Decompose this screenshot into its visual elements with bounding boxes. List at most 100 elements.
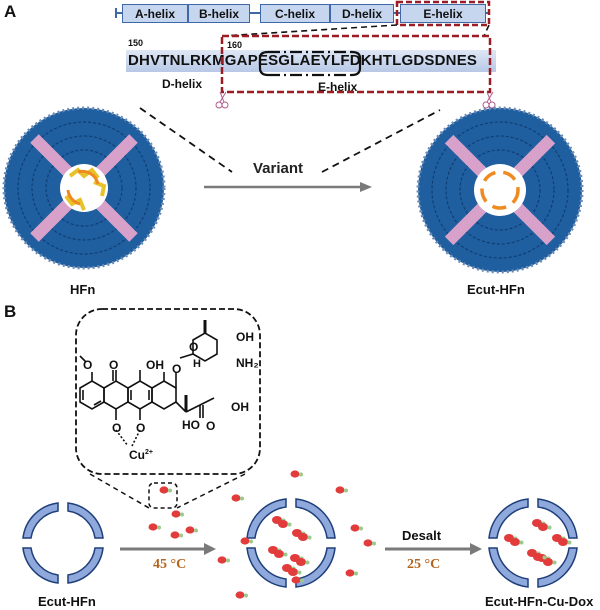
- atom-oh-side: OH: [231, 400, 249, 414]
- cu-dot: [372, 541, 376, 546]
- doxorubicin-structure: [79, 320, 218, 447]
- dox-cluster-particle: [558, 538, 568, 546]
- cu-dot: [179, 533, 183, 538]
- cu-dot: [542, 555, 547, 560]
- atom-nh2: NH₂: [236, 356, 259, 370]
- e-helix-seq-label: E-helix: [318, 80, 358, 94]
- ecut-hfn-cu-dox-shell: [488, 498, 578, 588]
- cu-dot: [307, 535, 312, 540]
- copper-symbol: Cu: [129, 448, 145, 462]
- dox-particle: [345, 569, 355, 577]
- cu-dot: [305, 560, 310, 565]
- cu-dot: [297, 570, 302, 575]
- dox-cluster-particle: [274, 550, 284, 558]
- scissors-icon-left: [215, 91, 229, 109]
- cu-dot: [344, 488, 348, 493]
- atom-o-cu-right: O: [136, 421, 146, 435]
- helix-e: E-helix: [400, 4, 486, 23]
- dox-cluster-particle: [543, 558, 553, 566]
- cu-dot: [547, 525, 552, 530]
- dox-particle: [185, 526, 195, 534]
- atom-o-cu-left: O: [112, 421, 122, 435]
- copper-ion-label: Cu2+: [129, 448, 153, 462]
- cu-dot: [283, 552, 288, 557]
- atom-o-methoxy: O: [83, 358, 93, 372]
- cu-dot: [180, 512, 184, 517]
- hfn-structure: [2, 106, 166, 270]
- ecut-hfn-shell-loading: [246, 498, 336, 588]
- hfn-label: HFn: [70, 282, 96, 297]
- atom-o-quinone: O: [109, 358, 119, 372]
- dox-cluster-particle: [296, 558, 306, 566]
- cu-dot: [240, 496, 244, 501]
- cu-dot: [359, 526, 363, 531]
- dox-particle: [235, 591, 245, 599]
- residue-number-160: 160: [227, 40, 243, 50]
- ecut-hfn-label-b: Ecut-HFn: [38, 594, 96, 609]
- cu-dot: [157, 525, 161, 530]
- e-helix-yellow: [68, 167, 100, 180]
- e-helix-highlight-box: [395, 0, 491, 27]
- ecut-callout-line: [321, 109, 441, 173]
- dox-particle: [231, 494, 241, 502]
- cu-dot: [552, 560, 557, 565]
- panel-a-label: A: [4, 2, 17, 21]
- cut-site-ring: [480, 170, 520, 210]
- cu-dot: [354, 571, 358, 576]
- cu-dot: [168, 488, 172, 493]
- dox-particle: [171, 510, 181, 518]
- dox-cluster-particle: [533, 553, 543, 561]
- cu-dot: [300, 578, 304, 583]
- dox-cluster-particle: [278, 520, 288, 528]
- cu-dot: [567, 540, 572, 545]
- dox-particle: [159, 486, 169, 494]
- zoom-line-b-right: [176, 473, 246, 509]
- residue-number-150: 150: [128, 38, 144, 48]
- ecut-hfn-structure: [416, 106, 584, 274]
- dox-particle: [240, 537, 250, 545]
- dox-particle: [290, 470, 300, 478]
- panel-b-label: B: [4, 302, 17, 321]
- variant-arrow-head: [360, 182, 372, 192]
- cu-dot: [287, 522, 292, 527]
- dox-particle: [363, 539, 373, 547]
- helix-d: D-helix: [330, 4, 394, 23]
- hfn-callout-line: [139, 107, 233, 173]
- e-helix-region-box: [220, 34, 492, 94]
- heating-temperature: 45 °C: [153, 557, 187, 572]
- dox-cluster-particle: [510, 538, 520, 546]
- desalt-label: Desalt: [402, 528, 442, 543]
- cu-dot: [249, 539, 253, 544]
- molecule-callout-box: [75, 308, 261, 475]
- dox-particles: [148, 470, 572, 599]
- ecut-hfn-cu-dox-label: Ecut-HFn-Cu-Dox: [485, 594, 594, 609]
- helix-c: C-helix: [260, 4, 330, 23]
- dox-particle: [350, 524, 360, 532]
- atom-o-ketone: O: [206, 419, 216, 433]
- dox-particle: [291, 576, 301, 584]
- cu-dot: [519, 540, 524, 545]
- atom-o-glycoside: O: [172, 362, 182, 376]
- desalt-arrow-head: [470, 543, 482, 555]
- dox-particle: [335, 486, 345, 494]
- cu-dot: [226, 558, 230, 563]
- dox-cluster-particle: [538, 523, 548, 531]
- variant-label: Variant: [253, 160, 304, 177]
- helix-b: B-helix: [188, 4, 250, 23]
- atom-oh-sugar: OH: [236, 330, 254, 344]
- dox-particle: [217, 556, 227, 564]
- zoom-line-right: [483, 24, 490, 37]
- atom-oh-ring: OH: [146, 358, 164, 372]
- ecut-hfn-label-a: Ecut-HFn: [467, 282, 525, 297]
- dox-particle: [170, 531, 180, 539]
- cu-dot: [299, 472, 303, 477]
- helix-a: A-helix: [122, 4, 188, 23]
- sequence-text: DHVTNLRKMGAPESGLAEYLFDKHTLGDSDNES: [128, 52, 478, 69]
- ecut-hfn-shell-empty: [22, 502, 104, 584]
- motif-bracket-left: [258, 50, 269, 77]
- motif-bracket-right: [351, 50, 362, 77]
- small-zoom-box: [148, 482, 178, 509]
- sequence-bar: [126, 50, 496, 72]
